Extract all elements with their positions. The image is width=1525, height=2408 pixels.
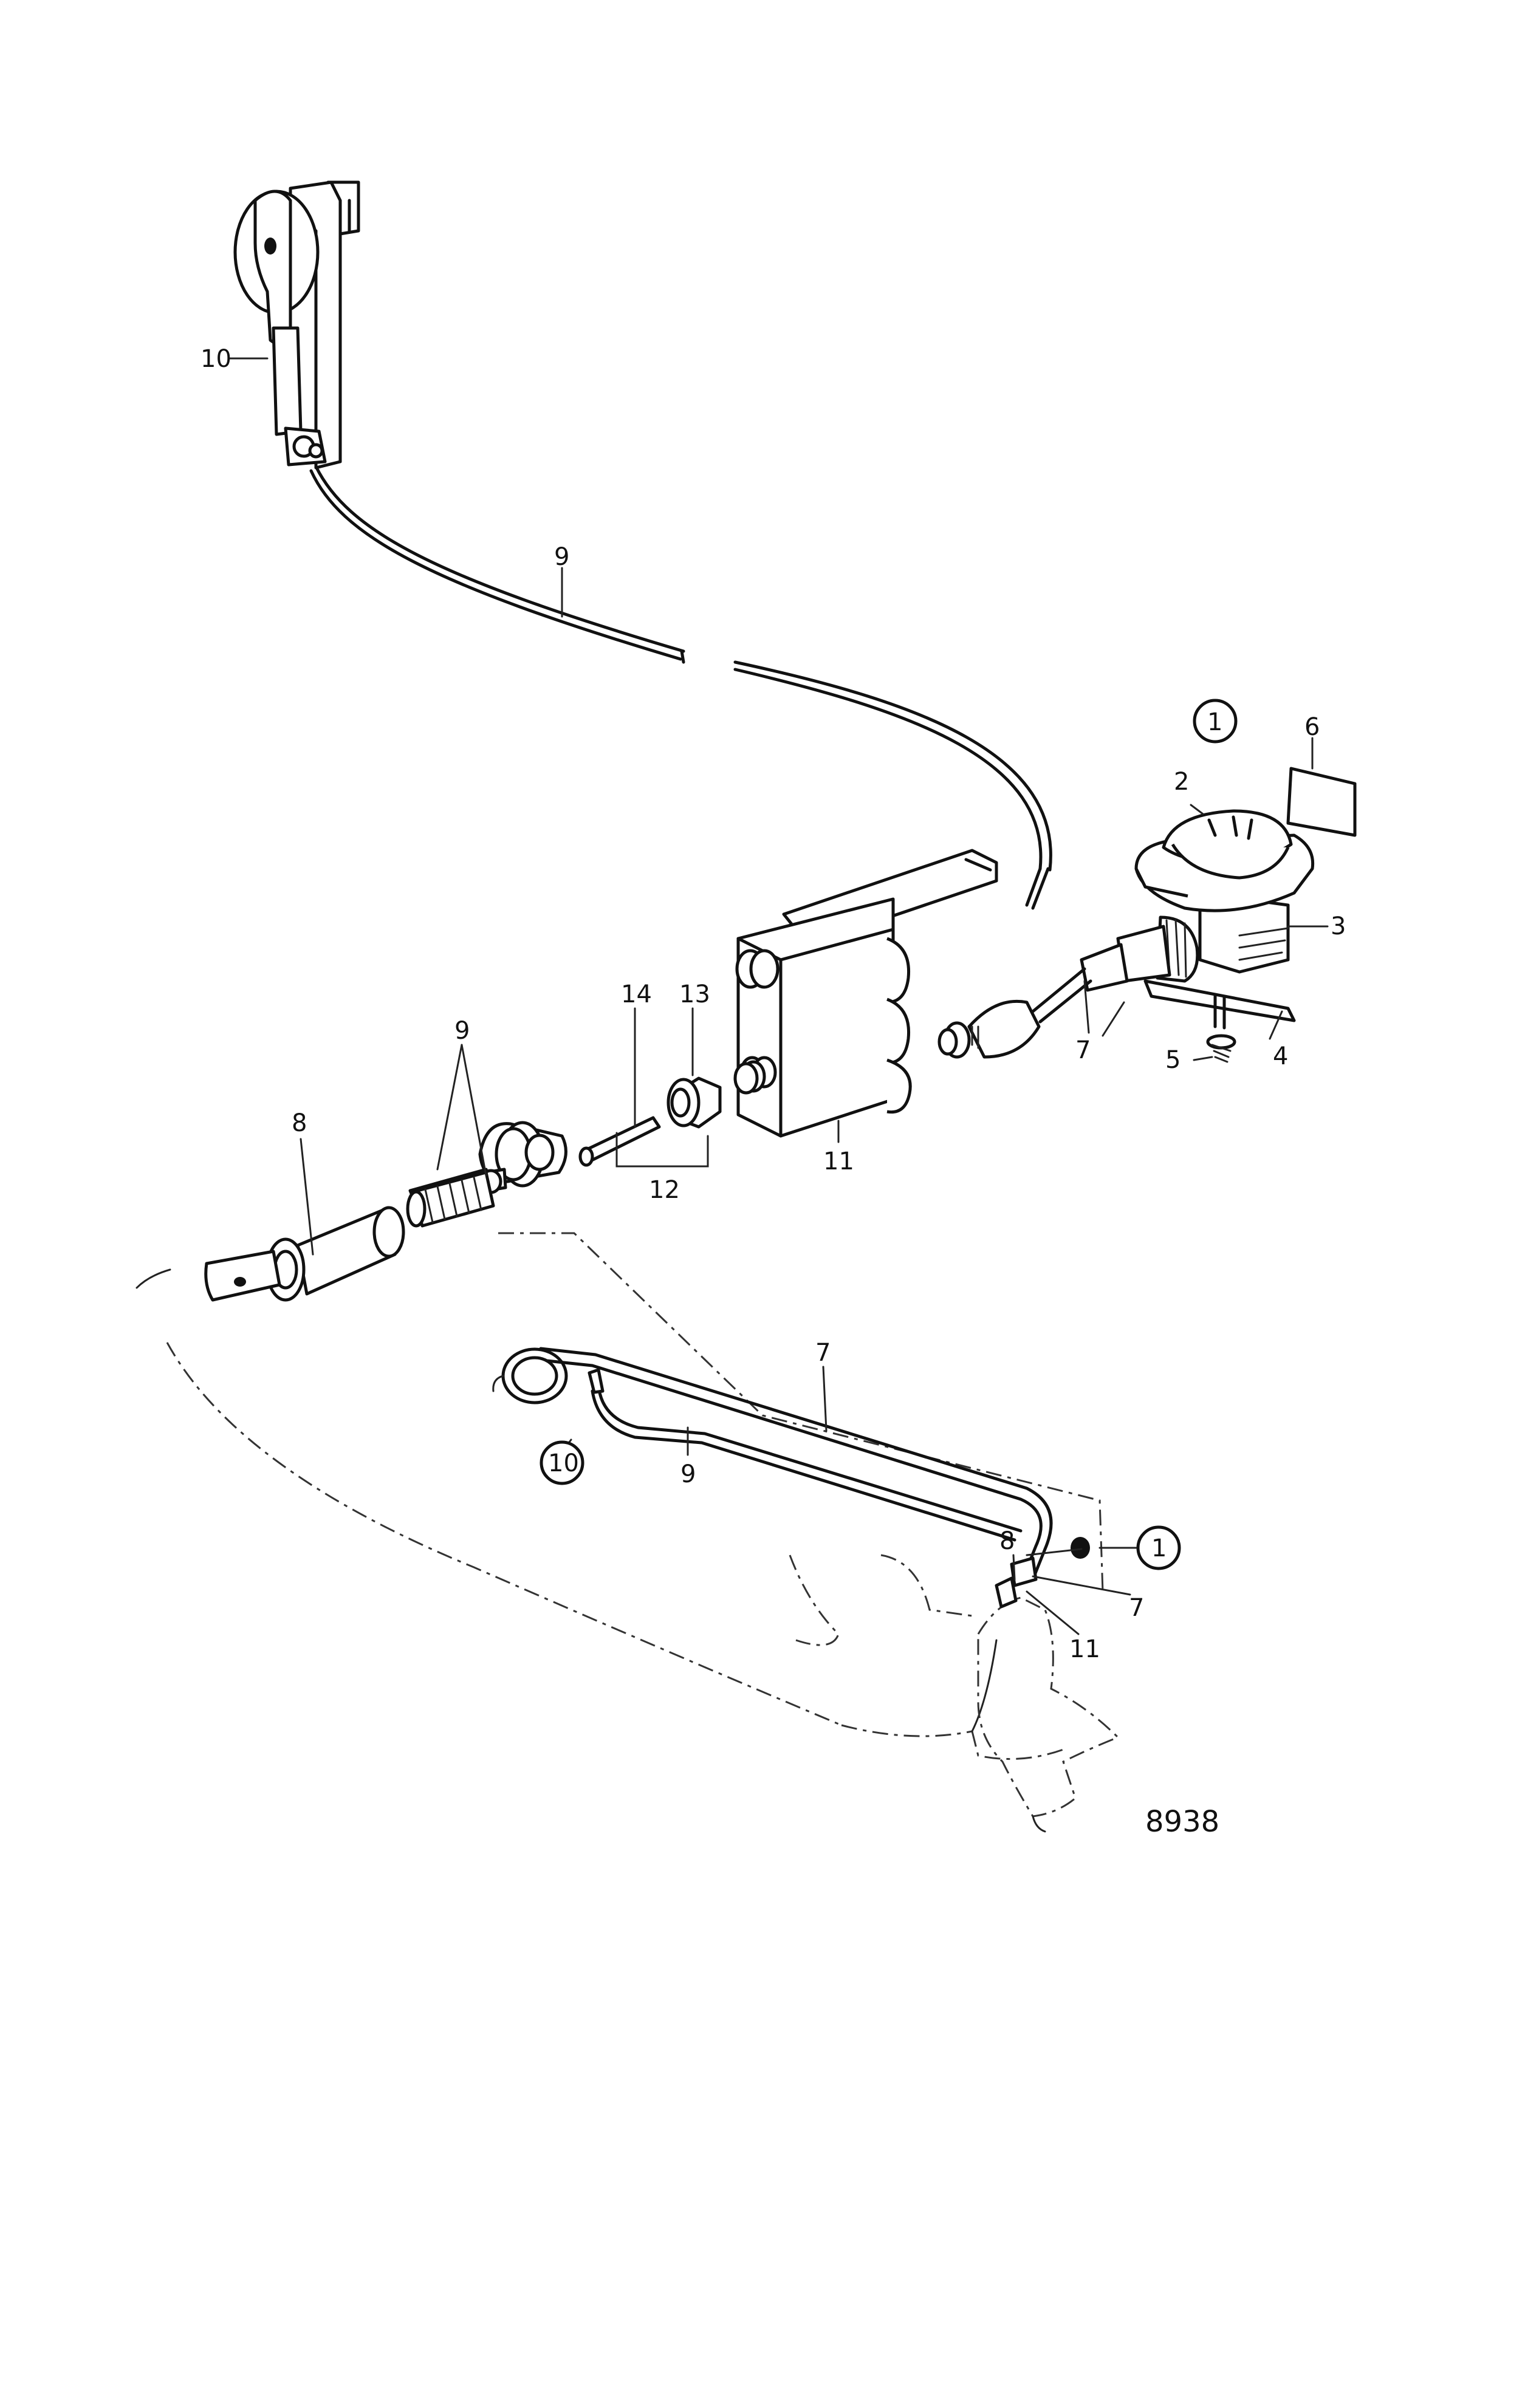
- cylinder-and-pins: [204, 1121, 567, 1302]
- callout-circle-10-bottom: [540, 1440, 584, 1485]
- callout-13: 13: [679, 980, 710, 1008]
- callout-9-pins: 9: [454, 1017, 470, 1045]
- callout-3: 3: [1331, 912, 1346, 940]
- callout-circle-1-bottom: [1136, 1525, 1181, 1570]
- control-lever: [233, 180, 360, 470]
- callout-8-top: 8: [292, 1109, 307, 1137]
- callout-7-top: 7: [1075, 1036, 1091, 1064]
- figure-number: 8938: [1145, 1805, 1219, 1839]
- callout-11-bottom: 11: [1069, 1635, 1100, 1663]
- callout-10-top: 10: [200, 345, 231, 373]
- callout-1-top: 1: [1207, 708, 1222, 736]
- callout-1-bottom: 1: [1151, 1534, 1167, 1562]
- control-unit: [735, 849, 998, 1138]
- leader-lines: [228, 357, 1329, 1635]
- callout-10-bottom: 10: [548, 1449, 579, 1477]
- callout-5: 5: [1165, 1046, 1181, 1074]
- fitting-assembly: [578, 1060, 766, 1168]
- control-cable: [309, 465, 1052, 910]
- callout-4: 4: [1273, 1042, 1288, 1070]
- callout-8-bottom: 8: [999, 1527, 1015, 1555]
- callout-9-cable: 9: [554, 543, 569, 571]
- callout-9-bottom: 9: [680, 1460, 696, 1488]
- callout-circle-1-top: [1193, 699, 1238, 744]
- callout-12: 12: [649, 1176, 680, 1204]
- cable-routing: [492, 1347, 1090, 1609]
- callout-7-bottom: 7: [815, 1339, 831, 1367]
- callout-11-top: 11: [823, 1148, 854, 1175]
- boat-outline: [135, 1232, 1120, 1833]
- callout-6: 6: [1304, 713, 1320, 741]
- motor-assembly: [937, 767, 1357, 1063]
- callout-7-bottom-right: 7: [1129, 1594, 1144, 1622]
- callout-2: 2: [1174, 768, 1189, 796]
- callout-14: 14: [621, 980, 652, 1008]
